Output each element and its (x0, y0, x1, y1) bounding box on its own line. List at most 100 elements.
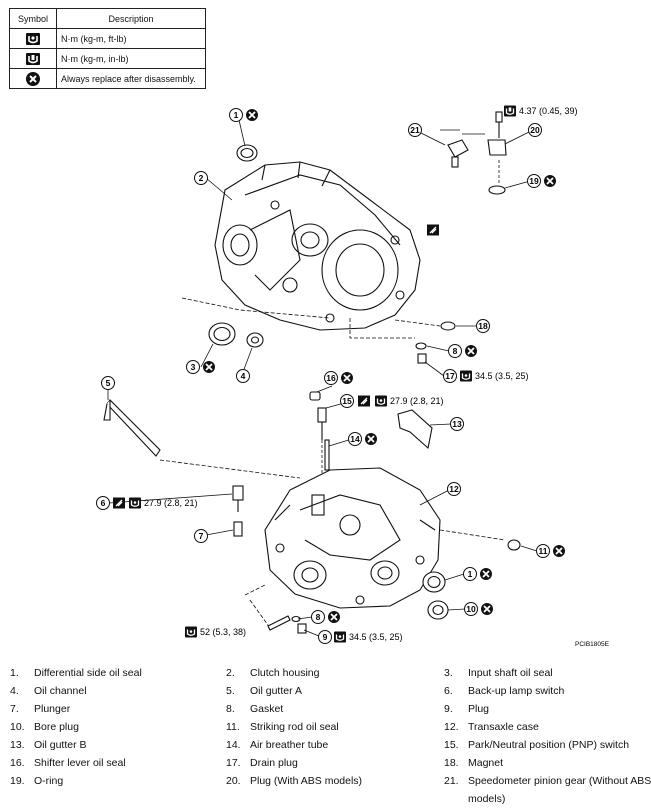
legend-description: N·m (kg-m, in-lb) (56, 48, 206, 69)
figure-code: PCIB1805E (575, 641, 610, 648)
svg-text:20: 20 (530, 125, 540, 135)
oil-gutter-b (397, 409, 433, 450)
svg-text:2: 2 (199, 173, 204, 183)
torque-spec-4-37: 4.37 (0.45, 39) (503, 104, 578, 118)
list-item: 5.Oil gutter A (226, 685, 302, 697)
input-shaft-oil-seal (208, 322, 236, 346)
case-bolt-and-plug (267, 615, 307, 634)
always-replace-icon (26, 71, 40, 86)
callout-17: 17 34.5 (3.5, 25) (443, 369, 529, 383)
callout-1-upper: 1 (229, 108, 259, 122)
always-replace-icon (340, 371, 354, 385)
svg-text:27.9 (2.8, 21): 27.9 (2.8, 21) (390, 396, 444, 406)
transaxle-exploded-view: 1 2 3 4 21 20 4.37 (0.45, 39) (96, 104, 610, 648)
bore-plug (427, 600, 449, 620)
callout-16: 16 (324, 371, 354, 385)
always-replace-icon (543, 174, 557, 188)
always-replace-icon (479, 567, 493, 581)
always-replace-icon (327, 610, 341, 624)
svg-text:27.9 (2.8, 21): 27.9 (2.8, 21) (144, 498, 198, 508)
always-replace-icon (552, 544, 566, 558)
legend-row: N·m (kg-m, ft-lb) (9, 28, 206, 49)
list-item: 8.Gasket (226, 703, 284, 715)
callout-7: 7 (194, 529, 208, 543)
torque-wrench-inlb-icon (503, 104, 517, 118)
callout-9: 9 34.5 (3.5, 25) (318, 630, 403, 644)
callout-6: 6 27.9 (2.8, 21) (96, 496, 198, 510)
callout-18: 18 (476, 319, 490, 333)
torque-wrench-icon (374, 394, 388, 408)
callout-15: 15 27.9 (2.8, 21) (340, 394, 444, 408)
list-item: 15.Park/Neutral position (PNP) switch (444, 739, 630, 751)
torque-spec-52: 52 (5.3, 38) (184, 625, 246, 639)
speedometer-assembly (447, 111, 507, 195)
pnp-switch-stack (309, 391, 330, 471)
callout-19: 19 (527, 174, 557, 188)
list-item: 17.Drain plug (226, 757, 298, 769)
list-item: 9.Plug (444, 703, 490, 715)
oil-channel (246, 332, 264, 348)
striking-rod-oil-seal (507, 539, 521, 551)
svg-text:8: 8 (316, 612, 321, 622)
callout-1-lower: 1 (463, 567, 493, 581)
list-item: 11.Striking rod oil seal (226, 721, 339, 733)
torque-wrench-icon (26, 32, 40, 45)
list-item: 7.Plunger (10, 703, 71, 715)
callout-2: 2 (194, 171, 208, 185)
list-item: 20.Plug (With ABS models) (226, 775, 363, 787)
callout-13: 13 (450, 417, 464, 431)
torque-wrench-inlb-icon (26, 52, 40, 65)
list-item: 16.Shifter lever oil seal (10, 757, 126, 769)
list-item: 4.Oil channel (10, 685, 87, 697)
svg-text:1: 1 (468, 569, 473, 579)
svg-text:10: 10 (466, 604, 476, 614)
backup-lamp-switch (232, 485, 244, 537)
callout-21: 21 (408, 123, 422, 137)
callout-8-upper: 8 (448, 344, 478, 358)
list-item: 13.Oil gutter B (10, 739, 87, 751)
svg-text:9: 9 (323, 632, 328, 642)
svg-text:52 (5.3, 38): 52 (5.3, 38) (200, 627, 246, 637)
magnet-gasket-drainplug (415, 321, 456, 364)
callout-8-lower: 8 (311, 610, 341, 624)
list-item: 21.Speedometer pinion gear (Without ABS … (444, 775, 651, 805)
svg-text:34.5 (3.5, 25): 34.5 (3.5, 25) (475, 371, 529, 381)
legend-description: N·m (kg-m, ft-lb) (56, 28, 206, 49)
callout-10: 10 (464, 602, 494, 616)
torque-wrench-icon (184, 625, 198, 639)
always-replace-icon (464, 344, 478, 358)
always-replace-icon (245, 108, 259, 122)
torque-wrench-icon (128, 496, 142, 510)
svg-text:4.37 (0.45, 39): 4.37 (0.45, 39) (519, 106, 578, 116)
list-item: 3.Input shaft oil seal (444, 667, 553, 679)
svg-text:11: 11 (539, 546, 548, 556)
differential-oil-seal-lower (422, 571, 446, 593)
svg-text:18: 18 (478, 321, 488, 331)
svg-text:15: 15 (342, 396, 352, 406)
legend-row: N·m (kg-m, in-lb) (9, 48, 206, 69)
svg-text:16: 16 (326, 373, 336, 383)
svg-text:34.5 (3.5, 25): 34.5 (3.5, 25) (349, 632, 403, 642)
list-item: 12.Transaxle case (444, 721, 539, 733)
symbol-legend-table: Symbol Description N·m (kg-m, ft-lb) N·m… (9, 8, 206, 89)
list-item: 19.O-ring (10, 775, 64, 787)
list-item: 10.Bore plug (10, 721, 79, 733)
callout-3: 3 (186, 360, 216, 374)
torque-wrench-icon (333, 630, 347, 644)
callout-4: 4 (236, 369, 250, 383)
svg-text:13: 13 (452, 419, 462, 429)
always-replace-icon (202, 360, 216, 374)
svg-text:14: 14 (350, 434, 360, 444)
list-item: 1.Differential side oil seal (10, 667, 142, 679)
legend-description: Always replace after disassembly. (56, 68, 206, 89)
callout-12: 12 (447, 482, 461, 496)
callout-11: 11 (536, 544, 566, 558)
sealant-icon (357, 394, 371, 408)
svg-text:12: 12 (449, 484, 459, 494)
exploded-view-diagram: 1 2 3 4 21 20 4.37 (0.45, 39) (0, 95, 651, 655)
legend-header-symbol: Symbol (9, 8, 57, 29)
sealant-icon (112, 496, 126, 510)
list-item: 14.Air breather tube (226, 739, 329, 751)
legend-header-description: Description (56, 8, 206, 29)
oil-gutter-a (103, 399, 161, 457)
